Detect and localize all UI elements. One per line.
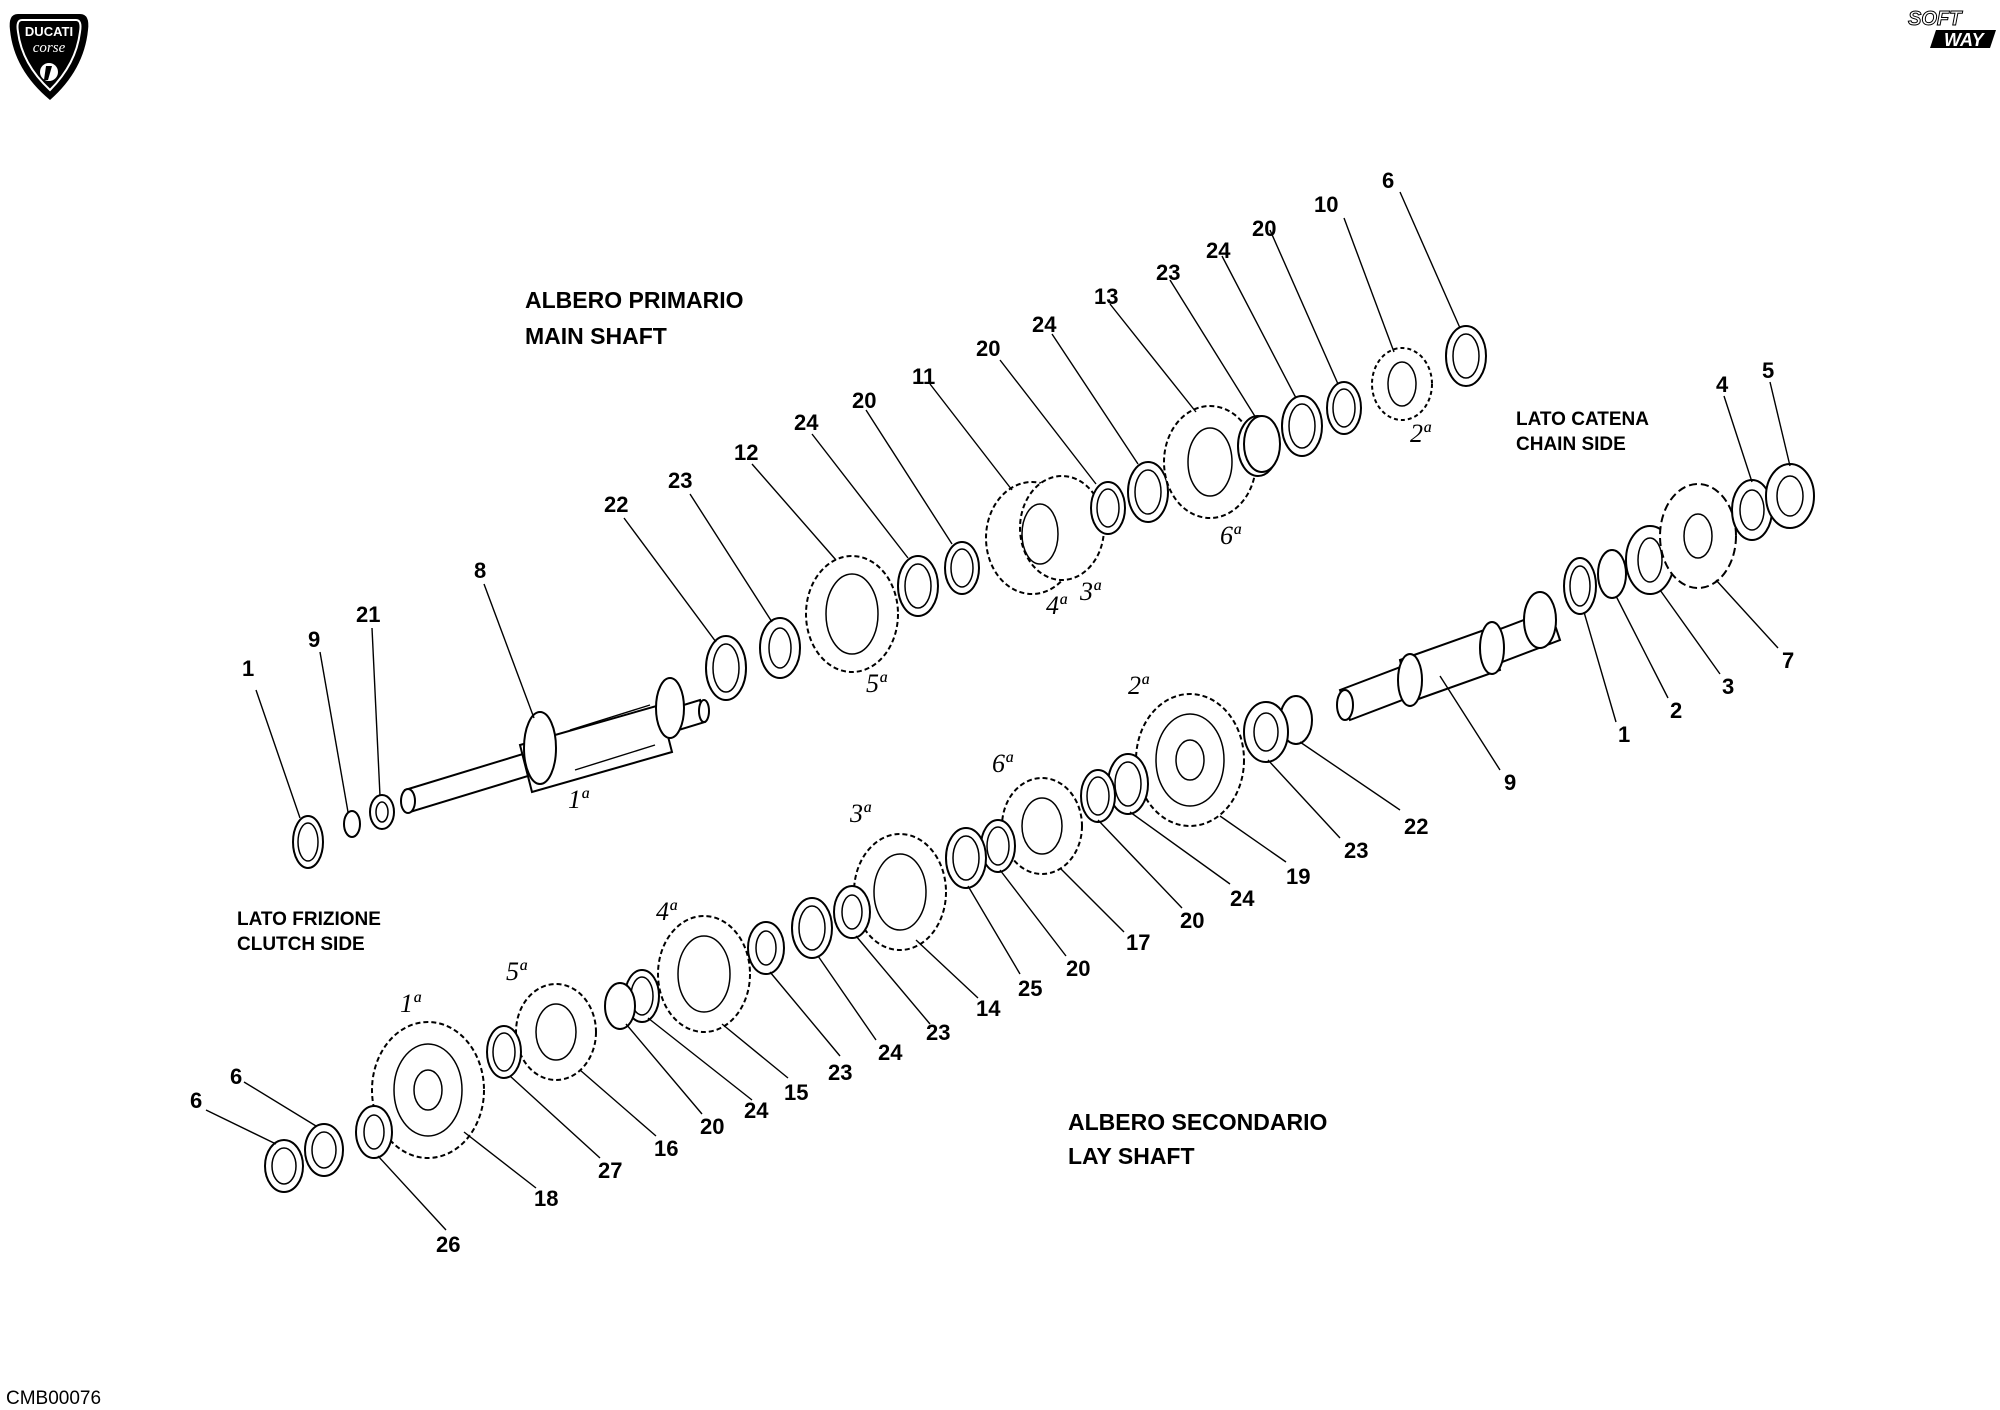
callout-lay-24b: 24 (878, 1040, 903, 1065)
lay-gear-4th-part-15 (657, 915, 751, 1033)
callout-lay-18: 18 (534, 1186, 558, 1211)
callout-main-20b: 20 (976, 336, 1000, 361)
lay-gear-6th-part-17 (1001, 777, 1083, 875)
callout-main-20: 20 (852, 388, 876, 413)
chain-side-label-en: CHAIN SIDE (1516, 434, 1626, 455)
main-bush-part-23b (1243, 415, 1281, 473)
lay-gear-mark-4th: 4ª (656, 897, 678, 926)
main-bearing-part-9 (343, 810, 361, 838)
lay-shaft-callouts: 6 6 26 18 27 16 20 24 15 23 24 23 14 25 … (190, 358, 1794, 1257)
callout-main-11: 11 (912, 364, 935, 389)
callout-lay-4: 4 (1716, 372, 1729, 397)
callout-lay-24c: 24 (1230, 886, 1255, 911)
callout-main-24: 24 (794, 410, 819, 435)
callout-lay-16: 16 (654, 1136, 678, 1161)
callout-lay-23c: 23 (1344, 838, 1368, 863)
callout-lay-3: 3 (1722, 674, 1734, 699)
callout-main-6: 6 (1382, 168, 1394, 193)
svg-text:DUCATI: DUCATI (25, 24, 73, 39)
lay-gear-mark-6th: 6ª (992, 749, 1014, 778)
callout-lay-20b: 20 (1066, 956, 1090, 981)
lay-gear-1st-part-18 (371, 1021, 485, 1159)
main-gear-mark-6th: 6ª (1220, 521, 1242, 550)
lay-gear-mark-5th: 5ª (506, 957, 528, 986)
chain-side-label-it: LATO CATENA (1516, 409, 1649, 430)
callout-lay-7: 7 (1782, 648, 1794, 673)
callout-lay-20: 20 (700, 1114, 724, 1139)
callout-main-13: 13 (1094, 284, 1118, 309)
callout-main-8: 8 (474, 558, 486, 583)
callout-main-9: 9 (308, 627, 320, 652)
callout-lay-17: 17 (1126, 930, 1150, 955)
lay-ring-part-20c (604, 982, 636, 1030)
lay-shaft-title-en: LAY SHAFT (1068, 1143, 1195, 1169)
callout-main-10: 10 (1314, 192, 1338, 217)
callout-lay-5: 5 (1762, 358, 1774, 383)
main-shaft-title-en: MAIN SHAFT (525, 323, 667, 349)
callout-main-21: 21 (356, 602, 380, 627)
main-gear-mark-2nd: 2ª (1410, 419, 1432, 448)
main-shaft-callouts: 1 9 21 8 22 23 12 24 20 11 20 24 13 23 2… (242, 168, 1394, 681)
svg-text:corse: corse (33, 40, 66, 56)
lay-shaft-assembly (264, 463, 1815, 1193)
callout-main-24b: 24 (1032, 312, 1057, 337)
clutch-side-label-it: LATO FRIZIONE (237, 909, 381, 930)
callout-lay-23b: 23 (926, 1020, 950, 1045)
callout-main-23b: 23 (1156, 260, 1180, 285)
callout-lay-15: 15 (784, 1080, 808, 1105)
softway-logo: SOFT WAY (1900, 4, 1996, 50)
callout-main-12: 12 (734, 440, 758, 465)
lay-shaft-part-9 (1336, 591, 1562, 722)
callout-main-22: 22 (604, 492, 628, 517)
callout-lay-6a: 6 (190, 1088, 202, 1113)
callout-main-20c: 20 (1252, 216, 1276, 241)
main-shaft-title-it: ALBERO PRIMARIO (525, 287, 744, 313)
callout-lay-1: 1 (1618, 722, 1630, 747)
main-shaft-assembly (292, 325, 1487, 869)
callout-lay-14: 14 (976, 996, 1001, 1021)
callout-main-23: 23 (668, 468, 692, 493)
lay-sprocket-part-7 (1659, 483, 1737, 589)
callout-lay-6b: 6 (230, 1064, 242, 1089)
lay-ring-part-2 (1597, 549, 1627, 599)
drawing-code: CMB00076 (6, 1388, 101, 1409)
callout-lay-20c: 20 (1180, 908, 1204, 933)
main-shaft-part-8 (400, 677, 710, 814)
main-gear-mark-3rd: 3ª (1079, 577, 1102, 606)
lay-gear-mark-1st: 1ª (400, 989, 422, 1018)
clutch-side-label-en: CLUTCH SIDE (237, 934, 365, 955)
gear-marks: 1ª 5ª 4ª 3ª 6ª 2ª 2ª 6ª 3ª 4ª 5ª 1ª (400, 419, 1432, 1018)
lay-gear-3rd-part-14 (853, 833, 947, 951)
main-gear-5th-part-12 (805, 555, 899, 673)
callout-lay-9: 9 (1504, 770, 1516, 795)
callout-lay-19: 19 (1286, 864, 1310, 889)
lay-gear-5th-part-16 (515, 983, 597, 1081)
main-gear-mark-1st: 1ª (568, 785, 590, 814)
svg-text:WAY: WAY (1944, 30, 1986, 50)
main-gear-mark-5th: 5ª (866, 669, 888, 698)
main-gear-2nd-part-10 (1371, 347, 1433, 421)
main-gear-3rd-4th-part-11 (985, 475, 1105, 595)
callout-lay-2: 2 (1670, 698, 1682, 723)
callout-lay-26: 26 (436, 1232, 460, 1257)
callout-lay-25: 25 (1018, 976, 1042, 1001)
lay-gear-2nd-part-19 (1135, 693, 1245, 827)
callout-lay-27: 27 (598, 1158, 622, 1183)
lay-shaft-title-it: ALBERO SECONDARIO (1068, 1109, 1327, 1135)
callout-main-1: 1 (242, 656, 254, 681)
svg-text:SOFT: SOFT (1908, 8, 1963, 30)
ducati-corse-logo: DUCATI corse (9, 14, 89, 100)
lay-gear-mark-3rd: 3ª (849, 799, 872, 828)
main-gear-mark-4th: 4ª (1046, 591, 1068, 620)
callout-lay-24: 24 (744, 1098, 769, 1123)
lay-gear-mark-2nd: 2ª (1128, 671, 1150, 700)
leader-lines (205, 191, 1791, 1231)
callout-main-24c: 24 (1206, 238, 1231, 263)
callout-lay-23: 23 (828, 1060, 852, 1085)
callout-lay-22: 22 (1404, 814, 1428, 839)
